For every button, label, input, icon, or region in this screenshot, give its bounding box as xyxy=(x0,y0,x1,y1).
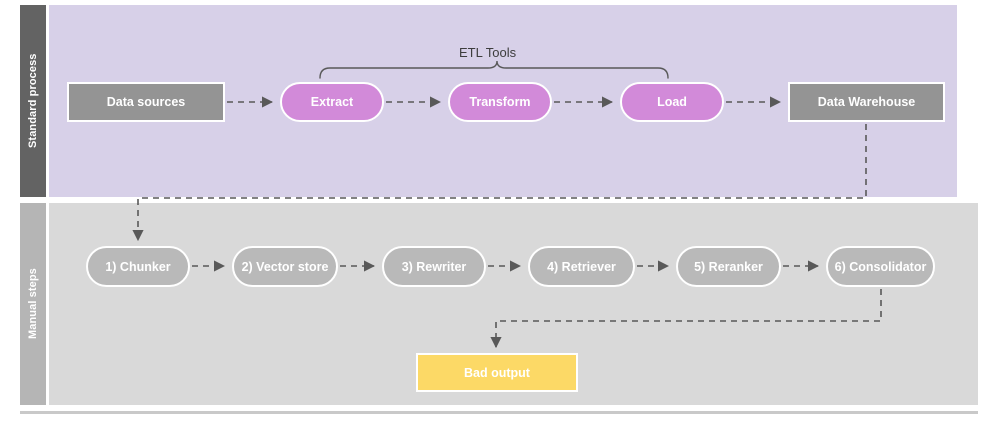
node-load[interactable]: Load xyxy=(620,82,724,122)
node-retriever[interactable]: 4) Retriever xyxy=(528,246,635,287)
node-rewriter[interactable]: 3) Rewriter xyxy=(382,246,486,287)
etl-tools-label: ETL Tools xyxy=(459,45,517,60)
node-data-warehouse[interactable]: Data Warehouse xyxy=(788,82,945,122)
node-bad-output[interactable]: Bad output xyxy=(416,353,578,392)
lane-header-standard-process: Standard process xyxy=(20,5,46,197)
node-reranker[interactable]: 5) Reranker xyxy=(676,246,781,287)
node-chunker[interactable]: 1) Chunker xyxy=(86,246,190,287)
node-extract[interactable]: Extract xyxy=(280,82,384,122)
node-consolidator[interactable]: 6) Consolidator xyxy=(826,246,935,287)
node-data-sources[interactable]: Data sources xyxy=(67,82,225,122)
node-vector-store[interactable]: 2) Vector store xyxy=(232,246,338,287)
bottom-divider-rule xyxy=(20,411,978,414)
lane-header-manual-steps: Manual steps xyxy=(20,203,46,405)
node-transform[interactable]: Transform xyxy=(448,82,552,122)
